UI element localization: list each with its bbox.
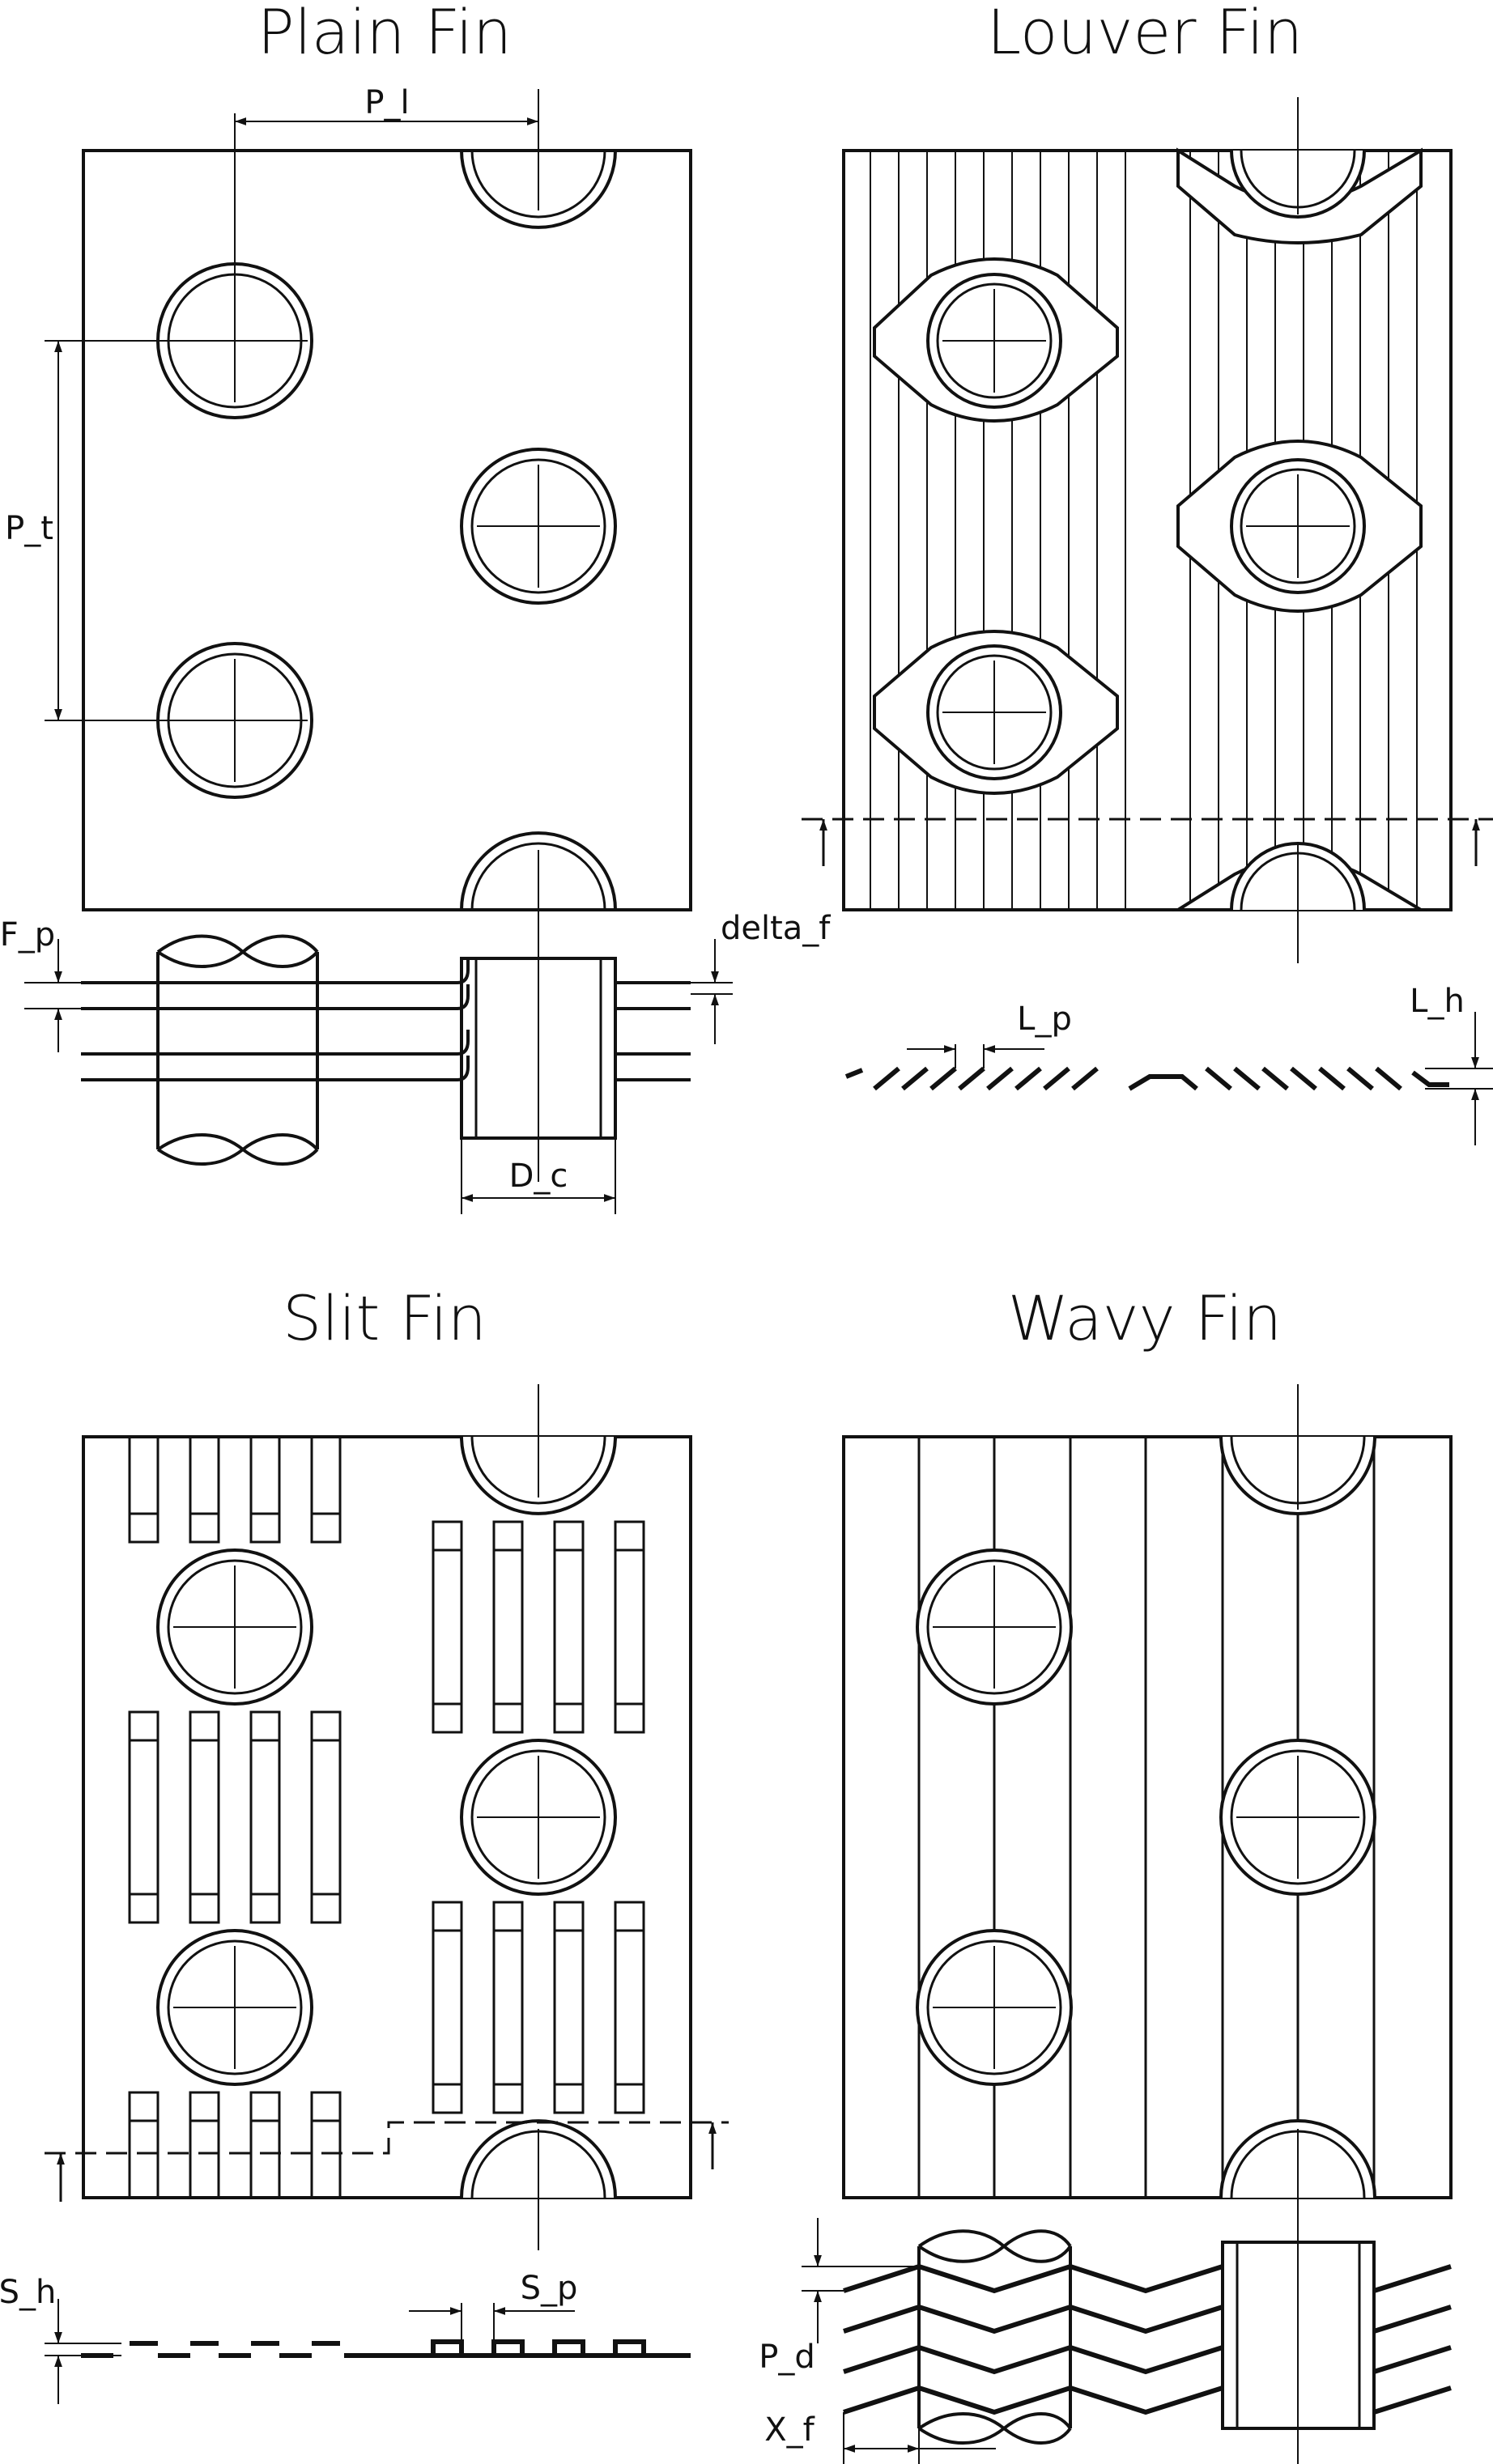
xf-label: X_f (764, 2411, 815, 2449)
slit-group (432, 1901, 645, 2114)
wavy-fin-half-tube (1219, 2119, 1376, 2464)
sh-label: S_h (0, 2274, 56, 2311)
wavy-fin-title: Wavy Fin (1008, 1282, 1282, 1354)
wavy-fin-tube (916, 1929, 1073, 2086)
slit-fin-title: Slit Fin (283, 1282, 487, 1354)
plain-fin-half-tube (460, 831, 617, 911)
louver-profile (844, 1066, 1449, 1091)
plain-fin-panel: Plain Fin P_l P_t (0, 0, 831, 1214)
louver-fin-half-tube (1230, 842, 1366, 963)
wavy-fin-tube (916, 1548, 1073, 1706)
wavy-fin-panel: Wavy Fin (759, 1282, 1453, 2464)
wavy-fin-plate (842, 1435, 1453, 2199)
lp-label: L_p (1017, 1000, 1072, 1038)
slit-group (432, 1520, 645, 1734)
pt-label: P_t (5, 510, 53, 547)
lh-label: L_h (1410, 983, 1465, 1020)
wavy-fin-collar-tube (1221, 2241, 1376, 2430)
plain-fin-tube (460, 448, 617, 605)
fp-label: F_p (0, 916, 55, 954)
slit-group (128, 1710, 342, 1924)
louver-fin-panel: Louver Fin (802, 0, 1493, 1145)
slit-fin-plate (82, 1435, 692, 2199)
slit-profile (81, 2339, 691, 2358)
slit-fin-half-tube (460, 2119, 617, 2250)
louver-fin-tube (926, 644, 1062, 780)
plain-fin-side-view (81, 850, 691, 1182)
louver-fin-tube (1230, 458, 1366, 594)
louver-fin-half-tube (1230, 97, 1366, 219)
plain-fin-title: Plain Fin (257, 0, 512, 68)
louver-fin-plate (842, 149, 1453, 911)
slit-group (128, 1435, 342, 1544)
plain-fin-plate (82, 149, 692, 911)
wavy-fin-half-tube (1219, 1384, 1376, 1515)
pd-label: P_d (759, 2339, 815, 2376)
wavy-fin-side-view (843, 2263, 1452, 2415)
slit-fin-tube (156, 1548, 313, 1706)
louver-fin-tube (926, 273, 1062, 409)
pl-label: P_l (364, 84, 409, 121)
slit-fin-tube (460, 1739, 617, 1896)
slit-section-line (45, 2121, 729, 2155)
delta-f-label: delta_f (721, 910, 831, 947)
louver-fin-title: Louver Fin (987, 0, 1303, 68)
slit-group (128, 2091, 342, 2199)
wavy-fin-tube (1219, 1739, 1376, 1896)
slit-fin-tube (156, 1929, 313, 2086)
sp-label: S_p (521, 2270, 578, 2307)
slit-fin-panel: Slit Fin (0, 1282, 729, 2404)
dc-label: D_c (509, 1158, 568, 1195)
slit-fin-half-tube (460, 1384, 617, 1515)
